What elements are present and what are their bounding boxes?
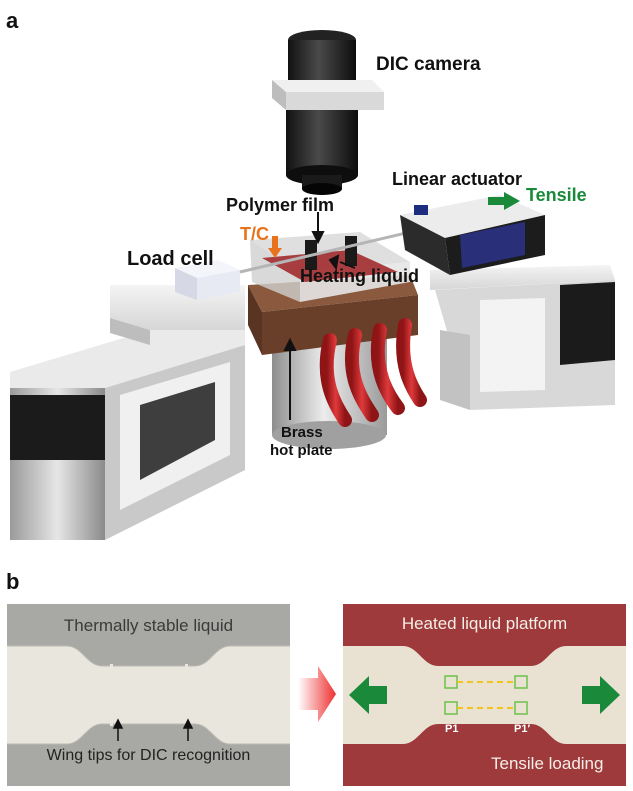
- label-linear-actuator: Linear actuator: [392, 169, 523, 189]
- label-tc: T/C: [240, 224, 269, 244]
- panel-b-left: Thermally stable liquid Wing tips for DI…: [7, 604, 290, 786]
- wing-tip-arrow-left: [112, 718, 124, 741]
- wing-tip-arrow-right: [182, 718, 194, 741]
- tensile-arrow-right: [582, 676, 620, 714]
- linear-actuator: [400, 195, 545, 275]
- label-load-cell: Load cell: [127, 248, 214, 270]
- tensile-arrow-left: [349, 676, 387, 714]
- tensile-arrow: [488, 192, 520, 210]
- label-tensile: Tensile: [526, 185, 587, 205]
- label-p1: P1: [445, 723, 459, 735]
- panel-b-right: Heated liquid platform P1 P1′ Tensile lo…: [343, 604, 626, 786]
- load-cell: [175, 260, 240, 300]
- label-brass-line1: Brass: [281, 424, 323, 441]
- panel-a-letter: a: [6, 8, 19, 33]
- label-heating-liquid: Heating liquid: [300, 266, 419, 286]
- transition-arrow: [298, 666, 336, 722]
- label-polymer-film: Polymer film: [226, 195, 335, 215]
- dogbone-specimen-left: [7, 645, 290, 745]
- left-frame: [10, 285, 245, 540]
- dogbone-specimen-right: [343, 646, 626, 744]
- left-top-label: Thermally stable liquid: [63, 616, 234, 635]
- label-p1-prime: P1′: [514, 723, 531, 735]
- panel-b-letter: b: [6, 569, 20, 594]
- label-dic-camera: DIC camera: [376, 54, 481, 75]
- right-top-label: Heated liquid platform: [401, 614, 568, 633]
- left-bottom-label: Wing tips for DIC recognition: [46, 747, 251, 764]
- dic-camera: [272, 30, 384, 195]
- test-rig-illustration: [10, 30, 615, 540]
- right-frame: [430, 265, 615, 410]
- leader-arrows: [283, 212, 356, 420]
- thermocouple-probe: [268, 236, 282, 258]
- right-bottom-label: Tensile loading: [491, 754, 604, 773]
- label-brass-line2: hot plate: [270, 442, 333, 459]
- heating-tubes: [319, 318, 427, 427]
